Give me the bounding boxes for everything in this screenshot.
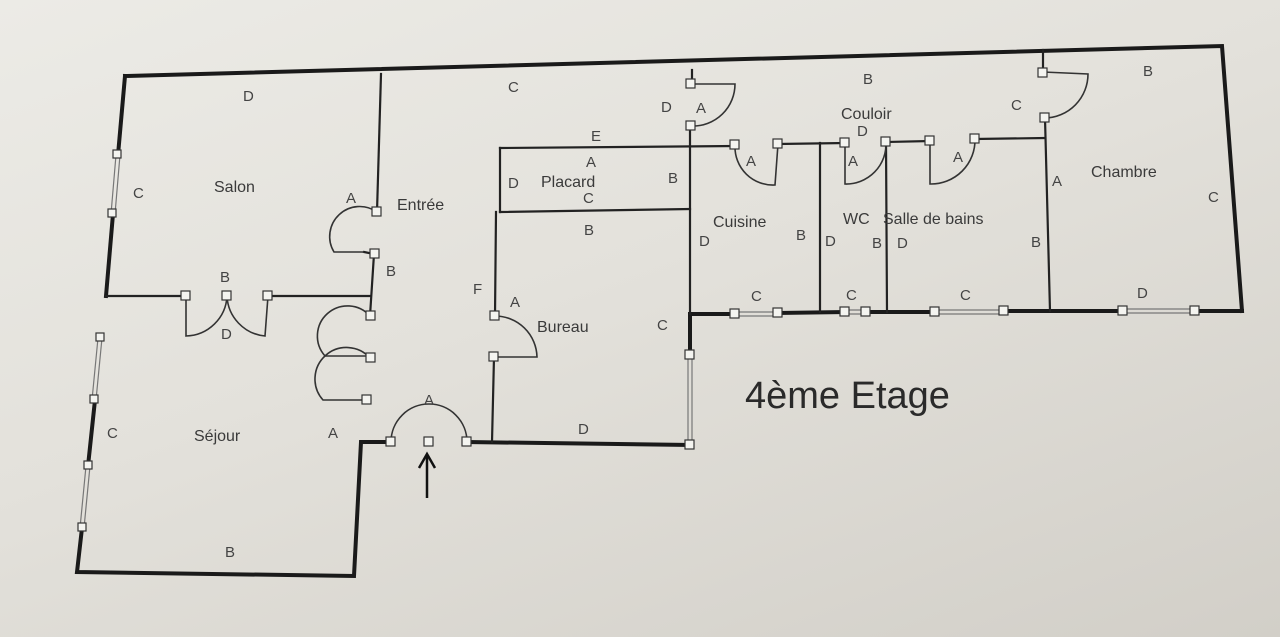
room-wc: WC bbox=[843, 211, 870, 228]
wall-letter: B bbox=[863, 71, 873, 88]
wall-letter: D bbox=[1137, 285, 1148, 302]
wall-letter: B bbox=[872, 235, 882, 252]
wall-letter: C bbox=[583, 190, 594, 207]
wall-letter: A bbox=[346, 190, 356, 207]
wall-letters: D C C B B C A B B D C A B A D F A C E A … bbox=[107, 63, 1219, 561]
room-couloir: Couloir bbox=[841, 106, 892, 123]
wall-letter: F bbox=[473, 281, 482, 298]
wall-letter: B bbox=[220, 269, 230, 286]
wall-letter: D bbox=[578, 421, 589, 438]
wall-letter: B bbox=[584, 222, 594, 239]
room-salle-de-bains: Salle de bains bbox=[883, 211, 984, 228]
wall-letter: B bbox=[796, 227, 806, 244]
wall-letter: D bbox=[508, 175, 519, 192]
wall-letter: B bbox=[1031, 234, 1041, 251]
wall-letter: A bbox=[746, 153, 756, 170]
room-placard: Placard bbox=[541, 174, 595, 191]
wall-letter: D bbox=[243, 88, 254, 105]
wall-letter: A bbox=[586, 154, 596, 171]
wall-letter: C bbox=[133, 185, 144, 202]
wall-letter: A bbox=[953, 149, 963, 166]
wall-letter: B bbox=[225, 544, 235, 561]
wall-letter: A bbox=[1052, 173, 1062, 190]
wall-letter: C bbox=[846, 287, 857, 304]
wall-letter: A bbox=[328, 425, 338, 442]
wall-letter: C bbox=[107, 425, 118, 442]
wall-letter: B bbox=[668, 170, 678, 187]
wall-letter: A bbox=[510, 294, 520, 311]
wall-letter: C bbox=[751, 288, 762, 305]
wall-letter: A bbox=[848, 153, 858, 170]
wall-letter: A bbox=[424, 392, 434, 409]
wall-letter: C bbox=[508, 79, 519, 96]
entrance-arrow-icon bbox=[417, 451, 437, 498]
windows bbox=[79, 154, 1195, 529]
room-entree: Entrée bbox=[397, 197, 444, 214]
wall-letter: D bbox=[699, 233, 710, 250]
wall-nodes bbox=[77, 67, 1200, 532]
wall-letter: D bbox=[897, 235, 908, 252]
wall-letter: C bbox=[960, 287, 971, 304]
wall-letter: B bbox=[1143, 63, 1153, 80]
wall-letter: D bbox=[825, 233, 836, 250]
wall-letter: D bbox=[221, 326, 232, 343]
wall-letter: A bbox=[696, 100, 706, 117]
wall-letter: C bbox=[657, 317, 668, 334]
room-chambre: Chambre bbox=[1091, 164, 1157, 181]
wall-letter: E bbox=[591, 128, 601, 145]
room-cuisine: Cuisine bbox=[713, 214, 766, 231]
wall-letter: C bbox=[1208, 189, 1219, 206]
room-salon: Salon bbox=[214, 179, 255, 196]
wall-letter: D bbox=[857, 123, 868, 140]
wall-letter: B bbox=[386, 263, 396, 280]
room-bureau: Bureau bbox=[537, 319, 589, 336]
room-sejour: Séjour bbox=[194, 428, 241, 445]
wall-letter: C bbox=[1011, 97, 1022, 114]
door-swings bbox=[185, 71, 1089, 443]
outer-walls bbox=[74, 43, 1245, 579]
wall-letter: D bbox=[661, 99, 672, 116]
floor-title: 4ème Etage bbox=[745, 375, 950, 417]
